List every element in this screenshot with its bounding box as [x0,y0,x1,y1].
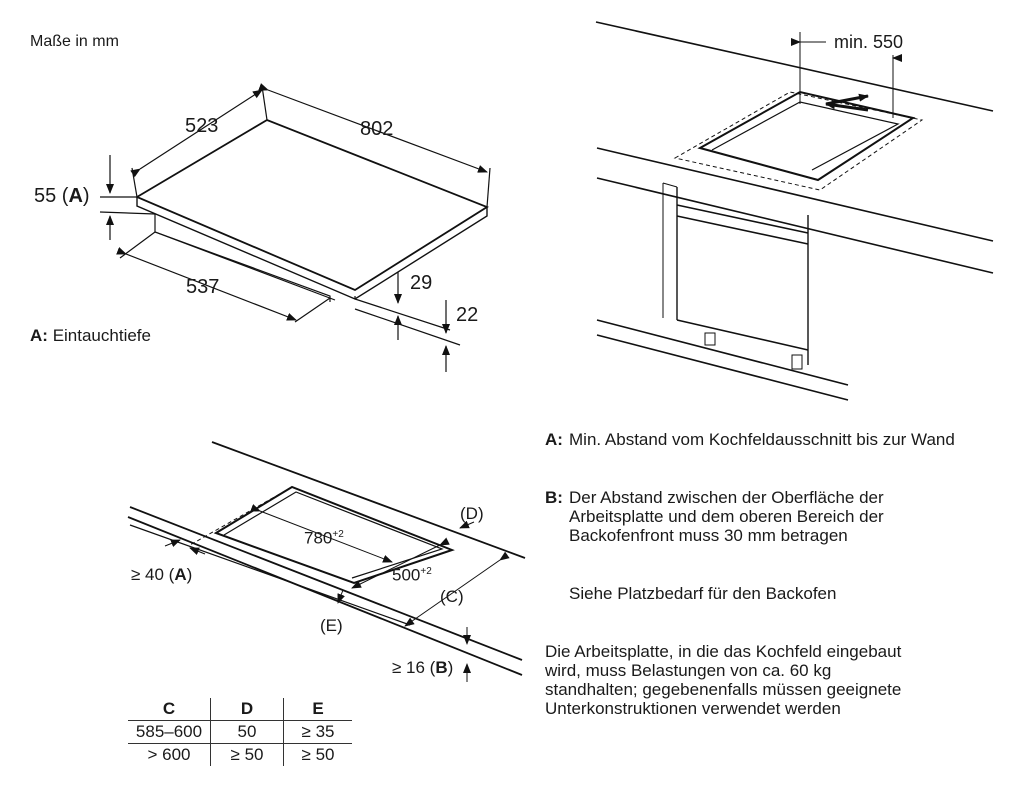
cutout-plan [127,441,526,682]
label-b-suffix: ) [447,658,454,677]
dim-780: 780+2 [304,525,344,549]
label-a-distance: ≥ 40 (A) [131,565,192,585]
dim-537: 537 [186,276,220,298]
table-cell: 50 [210,720,284,744]
spec-table: C D E 585–600 50 ≥ 35 > 600 ≥ 50 ≥ 50 [128,698,352,766]
cutout-opening [697,90,916,182]
table-cell: ≥ 50 [301,745,335,764]
table-cell: ≥ 35 [301,722,335,741]
note-b: B: Der Abstand zwischen der Oberfläche de… [545,488,965,545]
label-b-prefix: ≥ 16 ( [392,658,436,677]
dim-780-value: 780 [304,528,333,548]
dim-22: 22 [456,304,479,326]
label-a-suffix: ) [186,565,193,584]
col-header-c: C [162,699,176,718]
hob-drawing [99,83,491,372]
note-b-key: B: [545,488,563,507]
legend-a-text: Eintauchtiefe [52,326,151,345]
table-cell: ≥ 50 [210,743,284,766]
label-e: (E) [320,616,343,635]
dim-500-tol: +2 [420,566,432,577]
table-cell: > 600 [147,745,191,764]
load-note: Die Arbeitsplatte, in die das Kochfeld e… [545,642,902,718]
label-c: (C) [440,587,464,606]
table-cell: 585–600 [135,722,203,741]
dim-523: 523 [185,115,219,137]
dim-line-537 [116,247,297,321]
dim-55: 55 (A) [34,185,90,207]
table-header-row: C D E [128,698,352,721]
note-b-text: Der Abstand zwischen der Oberfläche der … [569,488,884,545]
label-b-ref: B [435,658,448,677]
dim-802: 802 [360,118,394,140]
dim-55-ref: A [68,185,83,207]
dim-55-value: 55 [34,185,57,207]
label-d: (D) [460,504,484,523]
dim-line-523 [130,89,263,178]
dim-29: 29 [410,272,433,294]
dim-line-802 [258,83,488,173]
dim-500-value: 500 [392,565,421,585]
dim-780-tol: +2 [332,529,344,540]
table-row: > 600 ≥ 50 ≥ 50 [128,743,352,766]
dim-500: 500+2 [392,562,432,586]
dim-min-550: min. 550 [834,32,904,52]
note-a-text: Min. Abstand vom Kochfeldausschnitt bis … [569,430,955,449]
col-header-e: E [312,699,324,718]
installation-perspective [595,21,994,401]
label-a-prefix: ≥ 40 ( [131,565,175,584]
legend-a-key: A: [30,326,48,345]
oven-note: Siehe Platzbedarf für den Backofen [569,584,837,603]
note-a: A: Min. Abstand vom Kochfeldausschnitt bi… [545,430,965,449]
hob-top-surface [135,119,489,292]
table-row: 585–600 50 ≥ 35 [128,720,352,744]
cutout-rectangle [213,485,455,585]
legend-eintauchtiefe: A: Eintauchtiefe [30,326,151,346]
units-label: Maße in mm [30,33,119,50]
label-a-ref: A [174,565,187,584]
note-a-key: A: [545,430,563,449]
label-b-distance: ≥ 16 (B) [392,658,453,678]
col-header-d: D [210,698,284,721]
